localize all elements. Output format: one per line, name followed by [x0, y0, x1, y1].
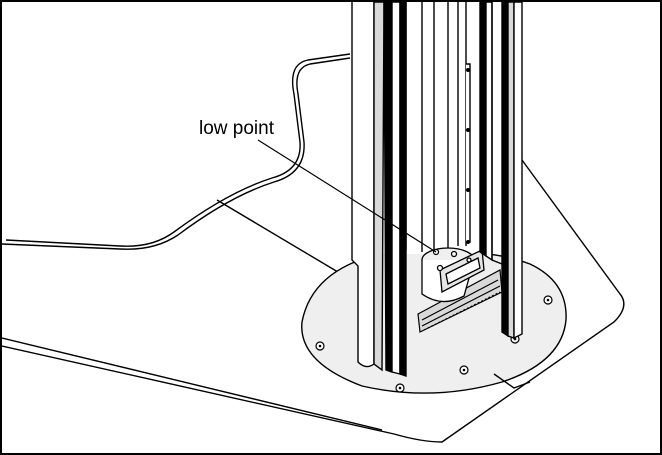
- carriage-bracket: [421, 247, 485, 303]
- base-plate: [2, 159, 625, 443]
- vertical-column: [351, 2, 523, 377]
- rail-fasteners: [466, 68, 470, 244]
- callout-label: low point: [198, 118, 275, 139]
- floor-outline: [2, 53, 351, 250]
- callout-leader-line: [257, 139, 437, 253]
